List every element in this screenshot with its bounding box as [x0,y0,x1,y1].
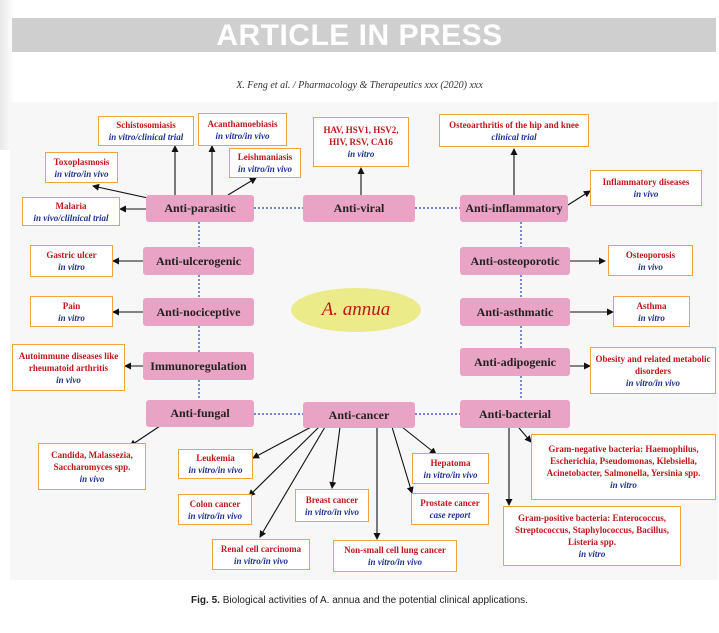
app-breast-cancer: Breast cancer in vitro/in vivo [295,489,369,522]
app-study: in vitro/in vivo [188,510,242,521]
activity-anti-bacterial: Anti-bacterial [460,400,570,428]
activity-anti-asthmatic: Anti-asthmatic [460,298,570,326]
center-species-label: A. annua [291,288,421,332]
caption-label: Fig. 5. [191,595,220,606]
app-study: in vivo [638,261,663,272]
running-header: X. Feng et al. / Pharmacology & Therapeu… [236,80,483,91]
app-name: Gram-positive bacteria: Enterococcus, St… [514,513,670,547]
app-name: Pain [62,300,81,311]
app-pain: Pain in vitro [30,296,113,327]
banner-title: ARTICLE IN PRESS [216,19,503,52]
app-colon-cancer: Colon cancer in vitro/in vivo [178,494,252,525]
activity-immunoregulation: Immunoregulation [143,352,254,380]
app-gram-positive-bacteria: Gram-positive bacteria: Enterococcus, St… [503,506,681,566]
app-study: in vitro/clinical trial [108,132,184,142]
app-schistosomiasis: Schistosomiasis in vitro/clinical trial [98,116,194,146]
app-leukemia: Leukemia in vitro/in vivo [178,449,253,479]
app-inflammatory-diseases: Inflammatory diseases in vivo [590,170,702,206]
app-study: in vivo [56,374,81,385]
app-osteoarthritis: Osteoarthritis of the hip and knee clini… [439,114,589,147]
app-name: Non-small cell lung cancer [344,545,446,555]
article-in-press-banner [12,18,716,52]
app-study: in vitro [58,312,85,323]
app-gastric-ulcer: Gastric ulcer in vitro [30,245,113,277]
activity-anti-osteoporotic: Anti-osteoporotic [460,247,570,275]
activity-anti-fungal: Anti-fungal [146,400,254,427]
activity-anti-ulcerogenic: Anti-ulcerogenic [143,247,254,275]
app-study: in vitro/in vivo [305,506,359,517]
app-study: in vitro/in vivo [234,555,288,566]
app-study: in vitro/in vivo [626,377,680,388]
app-name: Leishmaniasis [237,152,293,162]
app-study: in vitro [578,549,606,559]
app-gram-negative-bacteria: Gram-negative bacteria: Haemophilus, Esc… [531,434,716,500]
app-toxoplasmosis: Toxoplasmosis in vitro/in vivo [45,152,118,183]
app-acanthamoebiasis: Acanthamoebiasis in vitro/in vivo [198,113,287,146]
activity-anti-viral: Anti-viral [303,195,415,222]
app-study: in vitro/in vivo [368,557,422,567]
app-hepatoma: Hepatoma in vitro/in vivo [412,453,489,484]
app-study: in vivo [79,473,105,484]
app-study: in vitro/in vivo [188,465,243,475]
app-autoimmune-diseases: Autoimmune diseases like rheumatoid arth… [12,344,125,391]
app-name: Gram-negative bacteria: Haemophilus, Esc… [546,444,701,478]
app-study: in vitro/in vivo [423,469,478,480]
app-name: Prostate cancer [420,498,480,508]
app-name: HAV, HSV1, HSV2, HIV, RSV, CA16 [323,125,399,147]
app-study: in vitro [347,149,375,159]
app-asthma: Asthma in vitro [613,296,690,327]
app-study: in vitro [610,480,637,490]
activity-anti-parasitic: Anti-parasitic [146,195,254,222]
app-renal-cell-carcinoma: Renal cell carcinoma in vitro/in vivo [212,539,310,570]
app-name: Osteoporosis [625,249,676,260]
app-osteoporosis: Osteoporosis in vivo [608,245,693,276]
app-study: in vitro/in vivo [54,168,109,179]
app-name: Inflammatory diseases [602,177,690,187]
app-name: Breast cancer [305,494,359,505]
app-study: in vivo [633,189,659,199]
app-study: in vitro [638,312,665,323]
app-study: in vitro/in vivo [238,164,292,174]
app-study: in vivo/clilnical trial [33,212,109,223]
app-name: Gastric ulcer [46,250,97,260]
app-viruses: HAV, HSV1, HSV2, HIV, RSV, CA16 in vitro [313,117,409,167]
app-study: in vitro [58,262,85,272]
app-name: Autoimmune diseases like rheumatoid arth… [18,350,119,373]
app-name: Schistosomiasis [116,120,176,130]
app-study: clinical trial [491,131,537,142]
activity-anti-adipogenic: Anti-adipogenic [460,348,570,376]
app-name: Malaria [55,200,87,211]
app-name: Osteoarthritis of the hip and knee [449,119,579,130]
app-name: Leukemia [196,453,235,463]
figure-caption: Fig. 5. Biological activities of A. annu… [0,595,719,606]
app-prostate-cancer: Prostate cancer case report [411,493,489,525]
caption-text: Biological activities of A. annua and th… [222,595,528,606]
app-name: Toxoplasmosis [53,156,110,167]
activity-anti-cancer: Anti-cancer [303,402,415,428]
app-name: Renal cell carcinoma [220,543,302,554]
app-nsclc: Non-small cell lung cancer in vitro/in v… [333,540,457,572]
app-study: case report [429,510,471,520]
app-obesity: Obesity and related metabolic disorders … [590,347,716,394]
activity-anti-inflammatory: Anti-inflammatory [460,195,568,222]
app-malaria: Malaria in vivo/clilnical trial [22,197,120,226]
app-name: Acanthamoebiasis [207,118,278,129]
app-name: Colon cancer [189,498,241,509]
app-study: in vitro/in vivo [215,130,270,141]
app-name: Asthma [636,300,667,311]
app-name: Hepatoma [430,457,471,468]
app-name: Obesity and related metabolic disorders [595,353,711,376]
app-name: Candida, Malassezia, Saccharomyces spp. [51,449,133,472]
app-leishmaniasis: Leishmaniasis in vitro/in vivo [229,148,301,178]
app-candida: Candida, Malassezia, Saccharomyces spp. … [38,443,146,490]
activity-anti-nociceptive: Anti-nociceptive [143,298,254,326]
